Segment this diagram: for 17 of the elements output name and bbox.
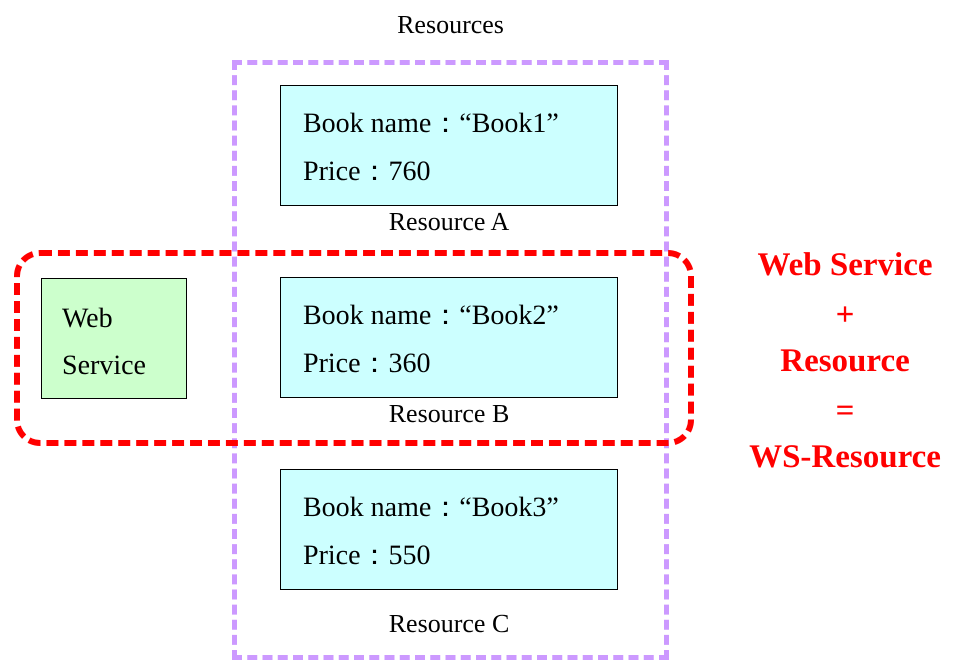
- resource-label: Resource A: [388, 207, 510, 237]
- resource-text: Price：550: [303, 539, 431, 573]
- service-label: Web Service: [62, 302, 147, 383]
- resource-text: Price：760: [303, 155, 431, 189]
- resource-label: Resource C: [388, 609, 510, 639]
- group-title: Resources: [396, 10, 505, 40]
- resource-text: Book name：“Book3”: [303, 491, 559, 525]
- resource-label: Resource B: [388, 399, 510, 429]
- resource-text: Book name：“Book1”: [303, 107, 559, 141]
- resource-text: Price：360: [303, 347, 431, 381]
- equation-text: +: [834, 296, 856, 334]
- web-service-box: [41, 278, 187, 399]
- resource-text: Book name：“Book2”: [303, 299, 559, 333]
- equation-text: Resource: [779, 342, 911, 380]
- equation-text: =: [834, 392, 856, 430]
- equation-text: WS-Resource: [748, 438, 942, 476]
- equation-text: Web Service: [756, 246, 934, 284]
